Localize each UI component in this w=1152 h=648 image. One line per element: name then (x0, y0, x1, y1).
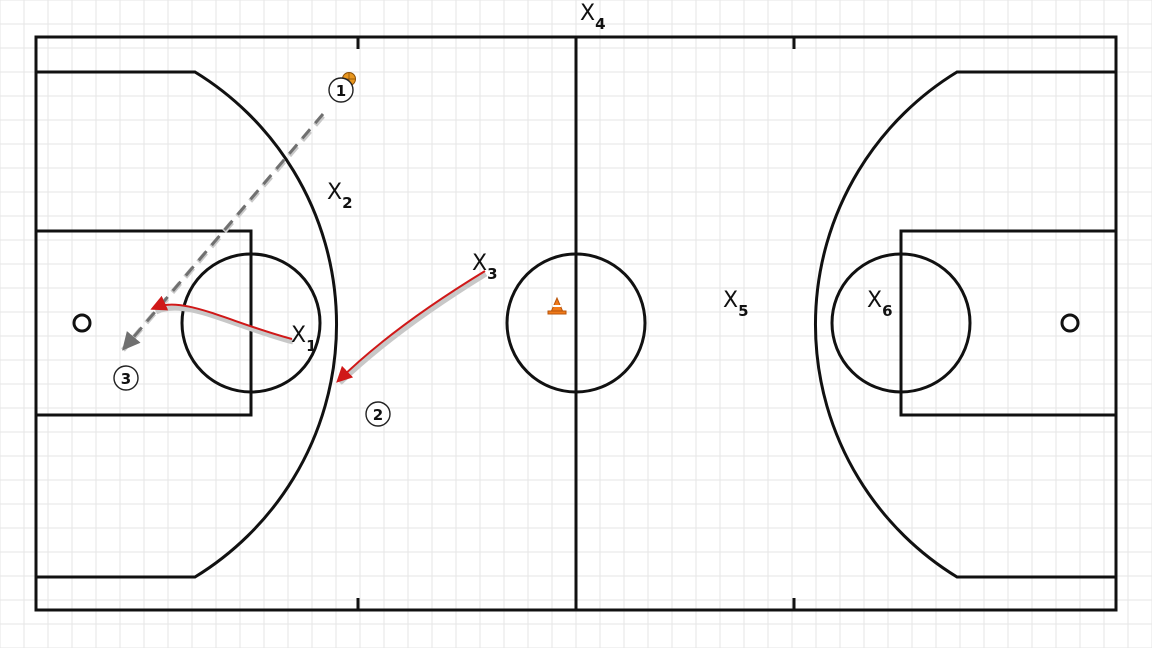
player-3: 3 (113, 365, 139, 391)
defender-x4: X4 (580, 1, 606, 33)
player-circle (328, 77, 354, 103)
free-throw-circle-left (180, 252, 322, 394)
hoop-right (1060, 313, 1080, 333)
key-left (34, 229, 253, 417)
player-1: 1 (328, 77, 354, 103)
player-circle (113, 365, 139, 391)
hoop-left (72, 313, 92, 333)
key-right (899, 229, 1118, 417)
cut-shadow (338, 271, 488, 385)
pass-1-to-3 (121, 113, 325, 352)
player-label: 3 (121, 370, 131, 388)
cut-x3 (336, 270, 488, 385)
solid-arrow-icon (336, 270, 486, 383)
center-circle (505, 252, 647, 394)
three-point-line-left (36, 70, 338, 579)
free-throw-circle-right (830, 252, 972, 394)
cut-x1 (150, 295, 294, 345)
defender-x6: X6 (867, 288, 893, 320)
defender-x3: X3 (472, 251, 498, 283)
solid-arrow-icon (150, 295, 293, 340)
defender-x2: X2 (327, 180, 353, 212)
player-label: 1 (336, 82, 346, 100)
player-circle (365, 401, 391, 427)
dashed-arrow-icon (122, 113, 325, 351)
cut-shadow (154, 305, 294, 345)
three-point-line-right (814, 70, 1116, 579)
court-lines (34, 35, 1118, 612)
pass-shadow (121, 114, 325, 352)
player-2: 2 (365, 401, 391, 427)
defender-x5: X5 (723, 288, 749, 320)
cone-icon (547, 296, 567, 315)
defender-x1: X1 (291, 323, 317, 355)
player-label: 2 (373, 406, 383, 424)
